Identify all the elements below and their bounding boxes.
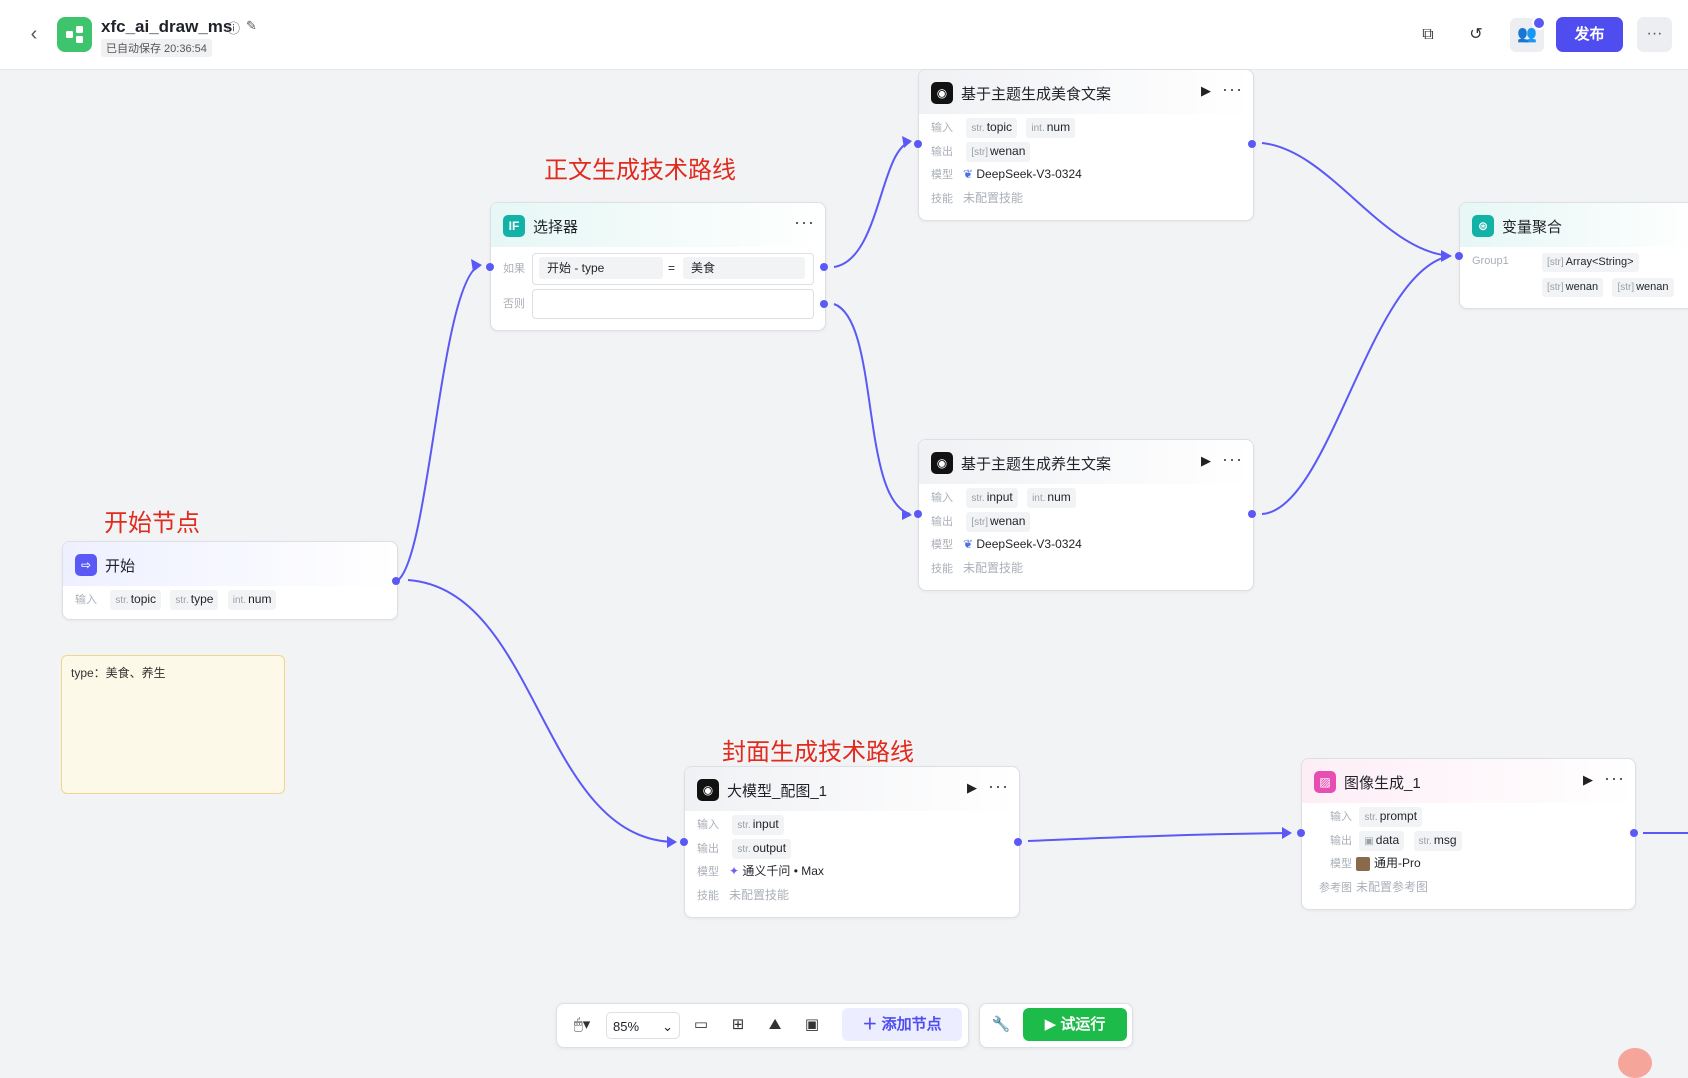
notification-dot: [1532, 16, 1546, 30]
publish-button[interactable]: 发布: [1556, 17, 1623, 52]
play-icon[interactable]: ▶: [1201, 83, 1211, 98]
health-copy-node[interactable]: ◉ 基于主题生成养生文案 ▶ ··· 输入 str.input int.num …: [918, 439, 1254, 591]
info-icon[interactable]: ⓘ: [227, 21, 241, 36]
more-icon[interactable]: ···: [1222, 79, 1243, 99]
input-var: str.topic: [110, 590, 162, 610]
edge-start-llm: [407, 579, 676, 843]
add-node-button[interactable]: ＋ 添加节点: [842, 1008, 962, 1041]
edge-health-agg: [1261, 255, 1451, 515]
copy-icon[interactable]: ⧉: [1422, 26, 1434, 43]
llm-output-port[interactable]: [1014, 838, 1022, 846]
model-name: 通用-Pro: [1374, 856, 1421, 870]
grid-icon[interactable]: ⊞: [731, 1016, 745, 1033]
image-gen-node[interactable]: ▨ 图像生成_1 ▶ ··· 输入 str.prompt 输出 ▣data st…: [1301, 758, 1636, 910]
food-input-port[interactable]: [914, 140, 922, 148]
image-output-port[interactable]: [1630, 829, 1638, 837]
condition-var[interactable]: 开始 - type: [539, 257, 663, 279]
annotation-route2: 封面生成技术路线: [722, 739, 914, 766]
llm-node-title: 大模型_配图_1: [727, 783, 828, 800]
play-icon: ▶: [1044, 1016, 1061, 1033]
top-bar: ‹ xfc_ai_draw_ms ⓘ ✎ 已自动保存 20:36:54 ⧉ ↺ …: [0, 0, 1688, 70]
comment-icon[interactable]: ▭: [693, 1016, 709, 1033]
more-icon[interactable]: ···: [1222, 449, 1243, 469]
zoom-select[interactable]: 85%⌄: [606, 1012, 680, 1039]
start-node[interactable]: ⇨ 开始 输入 str.topic str.type int.num: [62, 541, 398, 620]
start-output-port[interactable]: [392, 577, 400, 585]
selector-title: 选择器: [533, 219, 579, 236]
model-thumbnail-icon: [1356, 856, 1370, 871]
group-label: Group1: [1472, 255, 1509, 267]
more-icon[interactable]: ···: [1604, 768, 1625, 788]
food-output-port[interactable]: [1248, 140, 1256, 148]
selector-input-port[interactable]: [486, 263, 494, 271]
image-icon[interactable]: ⛰: [768, 1016, 782, 1033]
aggregate-icon: ⊛: [1472, 215, 1494, 237]
aggregate-title: 变量聚合: [1502, 219, 1563, 236]
play-icon[interactable]: ▶: [967, 780, 977, 795]
more-icon[interactable]: ···: [988, 776, 1009, 796]
annotation-route1: 正文生成技术路线: [544, 157, 736, 184]
image-input-port[interactable]: [1297, 829, 1305, 837]
edge-llm-img: [1027, 832, 1291, 842]
more-menu-button[interactable]: ···: [1637, 17, 1672, 52]
image-node-title: 图像生成_1: [1344, 775, 1421, 792]
assistant-avatar[interactable]: [1618, 1048, 1652, 1078]
selector-node[interactable]: IF 选择器 ··· 如果 开始 - type = 美食 否则: [490, 202, 826, 331]
deepseek-icon: ❦: [963, 167, 977, 181]
app-logo: [57, 17, 92, 52]
model-name: DeepSeek-V3-0324: [976, 537, 1082, 551]
qwen-icon: ✦: [729, 864, 743, 878]
annotation-start: 开始节点: [104, 510, 200, 537]
input-var: str.type: [170, 590, 219, 610]
aggregate-input-port[interactable]: [1455, 252, 1463, 260]
mouse-mode-icon[interactable]: 🖱▾: [573, 1016, 591, 1033]
health-node-title: 基于主题生成养生文案: [961, 456, 1112, 473]
llm-image-node[interactable]: ◉ 大模型_配图_1 ▶ ··· 输入 str.input 输出 str.out…: [684, 766, 1020, 918]
plus-icon: ＋: [862, 1016, 882, 1033]
edge-selector-food: [833, 141, 911, 268]
edge-start-selector: [396, 264, 481, 582]
sticky-note[interactable]: type：美食、养生: [61, 655, 285, 794]
if-icon: IF: [503, 215, 525, 237]
minimap-icon[interactable]: ▣: [804, 1016, 820, 1033]
llm-icon: ◉: [697, 779, 719, 801]
else-condition[interactable]: [532, 289, 814, 319]
health-output-port[interactable]: [1248, 510, 1256, 518]
model-name: 通义千问 • Max: [742, 864, 824, 878]
llm-input-port[interactable]: [680, 838, 688, 846]
model-name: DeepSeek-V3-0324: [976, 167, 1082, 181]
food-node-title: 基于主题生成美食文案: [961, 86, 1112, 103]
play-icon[interactable]: ▶: [1201, 453, 1211, 468]
autosave-status: 已自动保存 20:36:54: [101, 39, 212, 57]
back-icon[interactable]: ‹: [30, 23, 38, 45]
selector-if-port[interactable]: [820, 263, 828, 271]
edge-selector-health: [833, 303, 911, 515]
input-var: int.num: [227, 590, 277, 610]
chevron-down-icon: ⌄: [662, 1019, 673, 1034]
food-copy-node[interactable]: ◉ 基于主题生成美食文案 ▶ ··· 输入 str.topic int.num …: [918, 69, 1254, 221]
deepseek-icon: ❦: [963, 537, 977, 551]
app-title: xfc_ai_draw_ms: [101, 17, 233, 36]
play-icon[interactable]: ▶: [1583, 772, 1593, 787]
start-icon: ⇨: [75, 554, 97, 576]
more-icon[interactable]: ···: [794, 212, 815, 232]
llm-icon: ◉: [931, 452, 953, 474]
start-node-title: 开始: [105, 558, 136, 575]
image-icon: ▨: [1314, 771, 1336, 793]
history-icon[interactable]: ↺: [1469, 26, 1483, 43]
edge-food-agg: [1261, 142, 1451, 257]
var-aggregate-node[interactable]: ⊛ 变量聚合 Group1 [str]Array<String> [str]we…: [1459, 202, 1688, 309]
if-condition[interactable]: 开始 - type = 美食: [532, 253, 814, 285]
condition-operator[interactable]: =: [668, 261, 676, 275]
llm-icon: ◉: [931, 82, 953, 104]
condition-value[interactable]: 美食: [683, 257, 805, 279]
health-input-port[interactable]: [914, 510, 922, 518]
selector-else-port[interactable]: [820, 300, 828, 308]
edit-icon[interactable]: ✎: [246, 18, 257, 33]
wrench-icon[interactable]: 🔧: [991, 1016, 1011, 1033]
trial-run-button[interactable]: ▶ 试运行: [1023, 1008, 1127, 1041]
